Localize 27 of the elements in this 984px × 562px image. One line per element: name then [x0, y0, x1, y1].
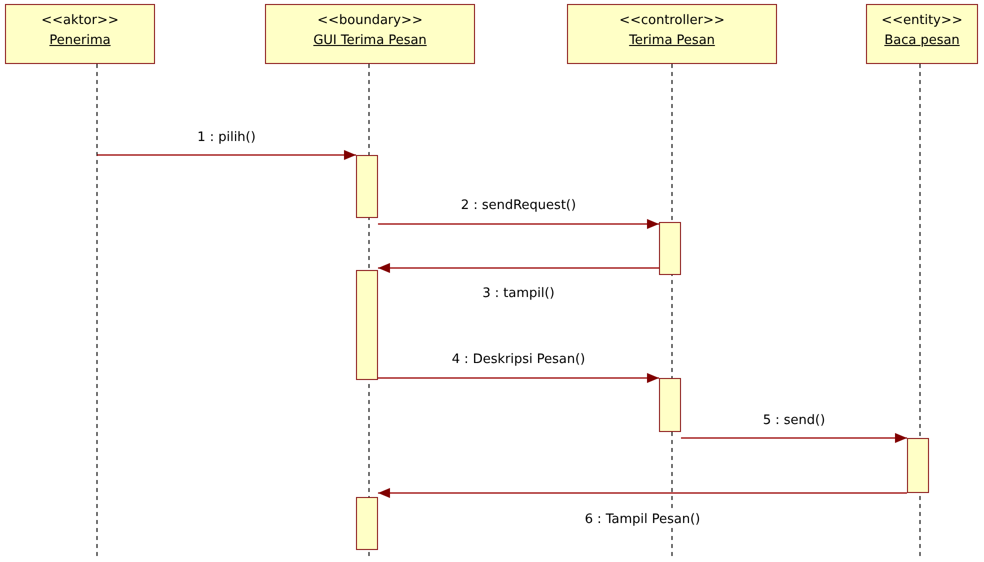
- object-name: Penerima: [48, 32, 112, 50]
- activation-bar: [659, 378, 681, 432]
- message-arrow: [378, 373, 659, 383]
- message-arrow: [97, 150, 356, 160]
- activation-bar: [356, 497, 378, 550]
- lifeline-header-box: [5, 4, 155, 64]
- object-name: GUI Terima Pesan: [312, 32, 428, 50]
- activation-bar: [907, 438, 929, 493]
- activation-bar: [356, 270, 378, 380]
- lifeline-header-box: [265, 4, 475, 64]
- message-label: 6 : Tampil Pesan(): [582, 512, 702, 527]
- activation-bar: [659, 222, 681, 275]
- activation-bar: [356, 155, 378, 218]
- message-label: 4 : Deskripsi Pesan(): [450, 352, 588, 367]
- object-name: Baca pesan: [883, 32, 961, 50]
- stereotype-text: <<entity>>: [880, 12, 964, 30]
- lifeline-header-box: [567, 4, 777, 64]
- message-label: 5 : send(): [760, 413, 828, 428]
- message-arrow: [378, 219, 659, 229]
- stereotype-text: <<controller>>: [618, 12, 726, 30]
- stereotype-text: <<boundary>>: [316, 12, 424, 30]
- message-arrow: [378, 488, 907, 498]
- object-name: Terima Pesan: [628, 32, 716, 50]
- lifeline-header-box: [866, 4, 978, 64]
- message-arrow: [378, 263, 659, 273]
- stereotype-text: <<aktor>>: [40, 12, 120, 30]
- message-arrow: [681, 433, 907, 443]
